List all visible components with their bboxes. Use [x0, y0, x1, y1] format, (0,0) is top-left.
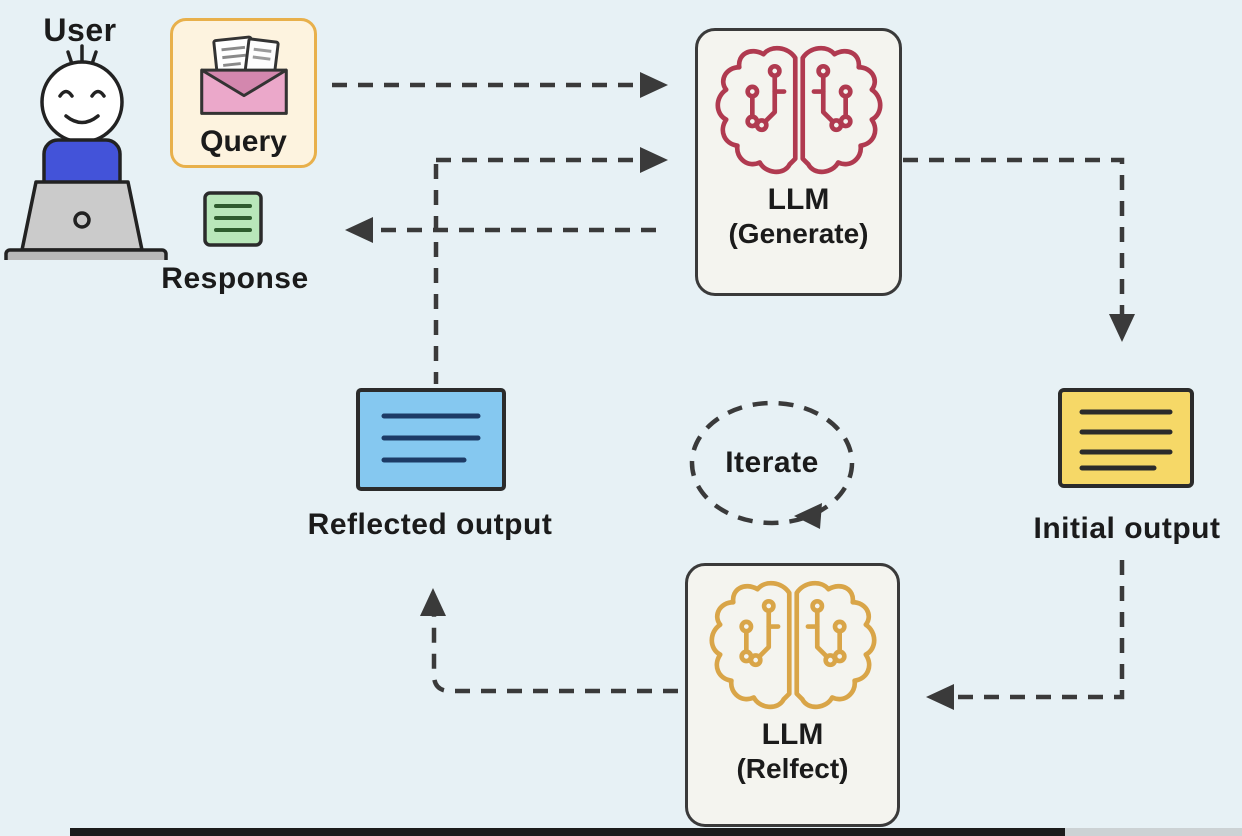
- user-label: User: [43, 12, 117, 48]
- query-node: Query: [170, 18, 317, 168]
- llm-reflect-sublabel: (Relfect): [736, 753, 849, 784]
- bottom-edge-strip: [70, 828, 1065, 836]
- arrow-reflect-to-reflected: [431, 614, 678, 694]
- envelope-mail-icon: [199, 35, 288, 115]
- llm-reflect-label: LLM: [761, 718, 824, 751]
- brain-circuit-icon: [709, 578, 877, 718]
- bottom-edge-strip-light: [1065, 828, 1242, 836]
- response-document-icon: [203, 191, 263, 247]
- initial-output-label: Initial output: [1033, 512, 1221, 545]
- arrow-initial-to-reflect: [952, 560, 1125, 700]
- llm-generate-sublabel: (Generate): [728, 218, 869, 249]
- llm-reflect-node: LLM (Relfect): [685, 563, 900, 827]
- reflected-output-label: Reflected output: [307, 508, 553, 541]
- reflected-output-document-icon: [356, 388, 506, 491]
- llm-generate-node: LLM (Generate): [695, 28, 902, 296]
- person-laptop-icon: [4, 44, 168, 260]
- llm-generate-label: LLM: [767, 183, 830, 216]
- response-label: Response: [161, 262, 309, 295]
- query-label: Query: [200, 125, 287, 158]
- iterate-label: Iterate: [725, 446, 819, 479]
- initial-output-document-icon: [1058, 388, 1194, 488]
- brain-circuit-icon: [715, 43, 883, 183]
- arrow-generate-to-initial: [903, 157, 1125, 316]
